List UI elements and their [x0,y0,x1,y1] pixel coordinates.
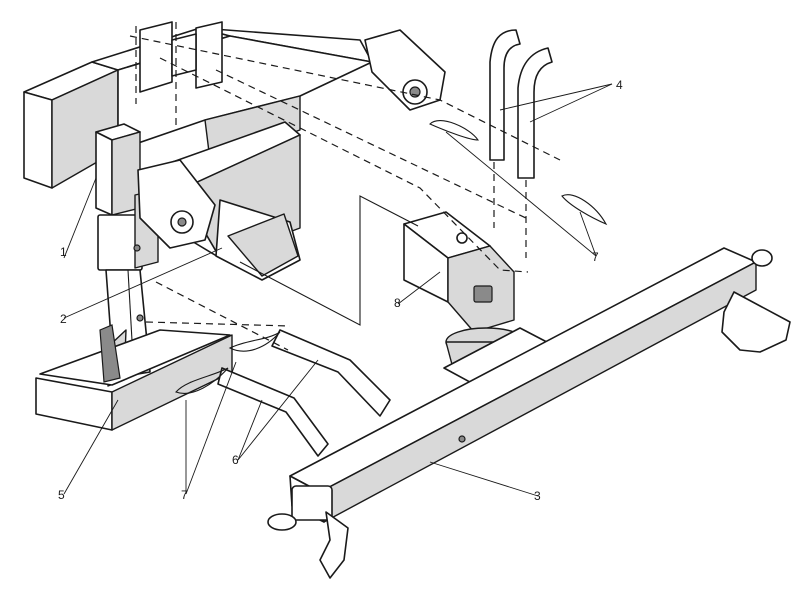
callout-6: 6 [232,453,239,467]
callout-1: 1 [60,245,67,259]
callout-labels: 1 2 3 4 5 6 7 7 8 [58,78,623,503]
callout-2: 2 [60,312,67,326]
part-2-drawbar [137,121,301,281]
assembly-dashed-lines [129,22,561,351]
part-7-clips [175,120,608,394]
part-3-beam [267,247,791,579]
leader-lines [63,83,613,497]
part-4-pins [489,29,553,179]
part-5-foot-plate [35,324,233,431]
part-6-pins [217,329,391,457]
callout-7-left: 7 [181,488,188,502]
callout-3: 3 [534,489,541,503]
callout-8: 8 [394,296,401,310]
callout-5: 5 [58,488,65,502]
part-1-frame [23,21,446,387]
callout-4: 4 [616,78,623,92]
callout-7-right: 7 [592,250,599,264]
